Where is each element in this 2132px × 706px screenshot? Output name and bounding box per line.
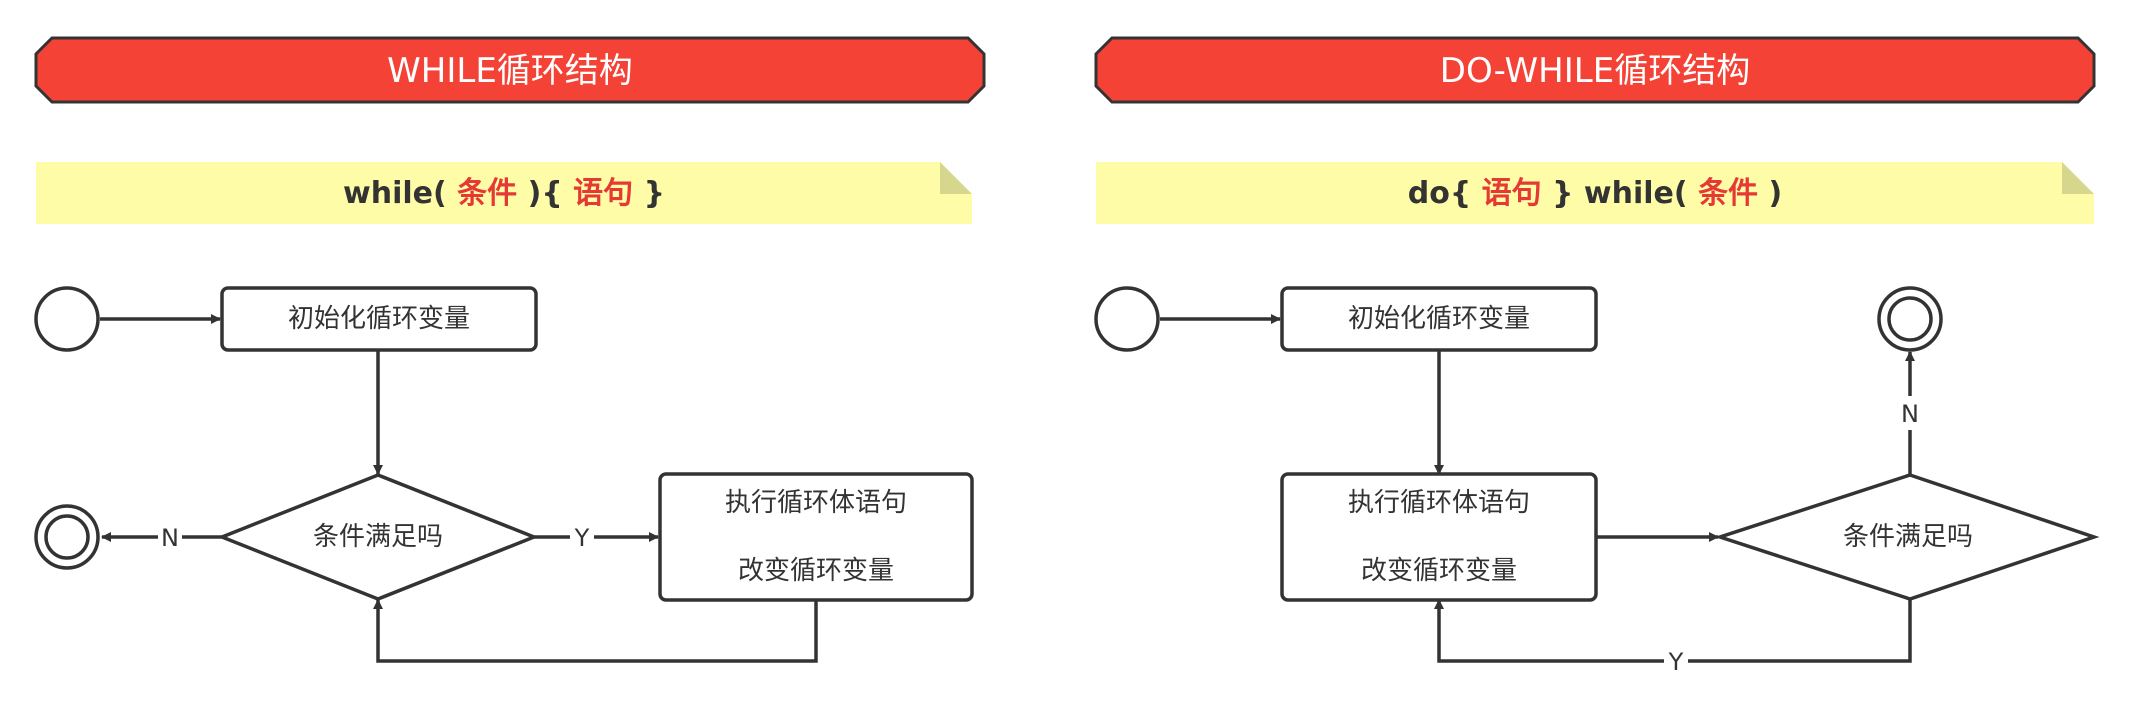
panel-do-while: DO-WHILE循环结构 do{ 语句 } while( 条件 ) N Y 初始… <box>1094 36 2100 676</box>
do-while-init-node: 初始化循环变量 <box>1280 286 1598 352</box>
do-while-end-node-inner <box>1887 296 1933 342</box>
while-condition-node: 条件满足吗 <box>217 473 539 601</box>
do-while-code-part-2: 语句 <box>1482 176 1542 211</box>
do-while-yes-label: Y <box>1668 648 1684 676</box>
while-body-node-line1: 执行循环体语句 <box>725 488 907 518</box>
do-while-init-node-label: 初始化循环变量 <box>1348 304 1530 334</box>
do-while-title-banner: DO-WHILE循环结构 <box>1094 36 2096 104</box>
while-code-note-fold <box>940 162 972 194</box>
do-while-code-note: do{ 语句 } while( 条件 ) <box>1096 162 2094 224</box>
while-body-node: 执行循环体语句 改变循环变量 <box>658 472 974 602</box>
while-title: WHILE循环结构 <box>387 51 633 91</box>
while-title-banner-shape <box>34 36 986 104</box>
do-while-code-part-3: } while( <box>1542 176 1698 211</box>
while-title-banner: WHILE循环结构 <box>34 36 986 104</box>
do-while-condition-node-shape <box>1714 473 2100 601</box>
do-while-body-node-line2: 改变循环变量 <box>1361 556 1517 586</box>
while-code-note-shape <box>36 162 972 224</box>
do-while-end-node <box>1877 286 1943 352</box>
while-edge-body-loop-back <box>373 599 818 663</box>
do-while-start-node <box>1094 286 1160 352</box>
do-while-condition-node: 条件满足吗 <box>1714 473 2100 601</box>
while-code-part-1: while( <box>343 176 457 211</box>
do-while-code-part-5: ) <box>1758 176 1782 211</box>
while-no-label-bg <box>158 522 182 552</box>
while-yes-label: Y <box>574 524 590 552</box>
do-while-no-label-bg <box>1897 396 1923 430</box>
do-while-code-note-shape <box>1096 162 2094 224</box>
while-end-node-inner <box>44 514 90 560</box>
while-code-text: while( 条件 ){ 语句 } <box>343 176 665 211</box>
panel-while: WHILE循环结构 while( 条件 ){ 语句 } Y N 初始化循环变量 … <box>34 36 986 663</box>
do-while-code-note-fold <box>2062 162 2094 194</box>
do-while-code-part-1: do{ <box>1408 176 1482 211</box>
while-code-part-3: ){ <box>517 176 573 211</box>
while-body-node-box <box>658 472 974 602</box>
while-code-note: while( 条件 ){ 语句 } <box>36 162 972 224</box>
do-while-init-node-box <box>1280 286 1598 352</box>
do-while-code-text: do{ 语句 } while( 条件 ) <box>1408 176 1782 211</box>
do-while-condition-node-label: 条件满足吗 <box>1843 522 1973 552</box>
while-start-node <box>34 286 100 352</box>
do-while-no-label: N <box>1901 400 1919 428</box>
while-no-label: N <box>161 524 179 552</box>
do-while-yes-label-bg <box>1664 646 1688 676</box>
while-code-part-2: 条件 <box>457 176 517 211</box>
do-while-title: DO-WHILE循环结构 <box>1440 51 1750 91</box>
do-while-body-node: 执行循环体语句 改变循环变量 <box>1280 472 1598 602</box>
do-while-body-node-box <box>1280 472 1598 602</box>
while-condition-node-label: 条件满足吗 <box>313 522 443 552</box>
while-code-part-4: 语句 <box>573 176 633 211</box>
while-init-node-box <box>220 286 538 352</box>
while-code-part-5: } <box>633 176 665 211</box>
do-while-body-node-line1: 执行循环体语句 <box>1348 488 1530 518</box>
while-condition-node-shape <box>217 473 539 601</box>
while-end-node <box>34 504 100 570</box>
do-while-code-part-4: 条件 <box>1698 176 1758 211</box>
while-yes-label-bg <box>570 522 594 552</box>
while-init-node: 初始化循环变量 <box>220 286 538 352</box>
do-while-title-banner-shape <box>1094 36 2096 104</box>
while-init-node-label: 初始化循环变量 <box>288 304 470 334</box>
while-body-node-line2: 改变循环变量 <box>738 556 894 586</box>
